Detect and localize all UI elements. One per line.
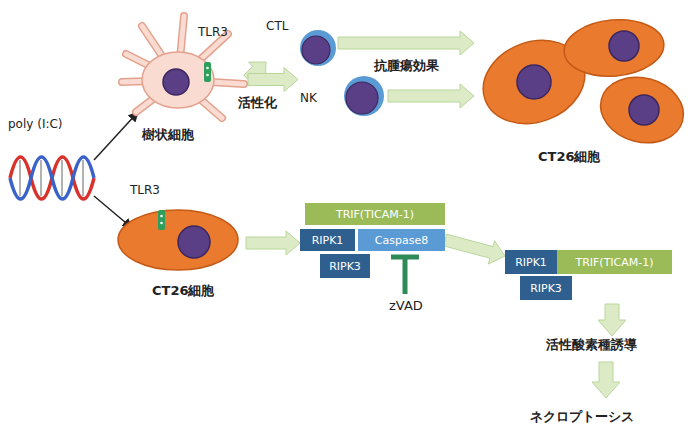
flow-arrow [388,84,474,108]
protein-name: RIPK3 [329,261,361,272]
tumor-cell: TLR3CT26細胞 [112,184,246,302]
cell-label: TLR3 [130,184,160,197]
protein-box: RIPK1 [300,229,355,251]
cell-label: TLR3 [198,26,228,39]
ctl-cell: CTL [266,18,338,68]
cell-label: CT26細胞 [152,284,215,298]
protein-name: RIPK1 [312,235,344,246]
process-label: ネクロプトーシス [530,410,634,424]
cell-illustration [474,8,688,170]
protein-box: RIPK3 [520,276,572,300]
flow-arrow [246,231,300,255]
reagent-label: poly (I:C) [8,118,63,131]
flow-arrow [248,68,298,92]
inhibitor-symbol [391,257,419,294]
tumor-cell-cluster: CT26細胞 [474,8,688,170]
cell-label: CT26細胞 [538,150,601,164]
pointer-arrow [94,196,132,228]
down-arrow [598,304,626,336]
cell-label: NK [300,92,317,105]
nk-cell: NK [298,72,388,120]
protein-box: Caspase8 [358,229,445,251]
flow-arrow [338,31,474,55]
edge-label: 活性化 [238,96,277,110]
cell-label: 樹状細胞 [142,128,194,142]
flow-arrow [444,234,506,264]
cell-illustration [118,12,248,147]
protein-name: Caspase8 [375,235,428,246]
dendritic-cell: TLR3 樹状細胞 [118,12,248,147]
inhibitor-label: zVAD [389,299,423,313]
protein-box: TRIF(TICAM-1) [305,203,445,225]
protein-box: TRIF(TICAM-1) [557,250,672,274]
protein-name: RIPK1 [515,257,547,268]
protein-name: RIPK3 [530,283,562,294]
process-label: 活性酸素種誘導 [546,338,637,352]
dsrna-helix [10,157,94,199]
protein-name: TRIF(TICAM-1) [575,257,653,268]
protein-box: RIPK1 [505,250,557,274]
edge-label: 抗腫瘍効果 [374,59,439,73]
pointer-arrow [94,112,138,160]
protein-name: TRIF(TICAM-1) [336,209,414,220]
down-arrow [592,362,620,398]
cell-label: CTL [266,20,288,33]
protein-box: RIPK3 [320,254,370,278]
